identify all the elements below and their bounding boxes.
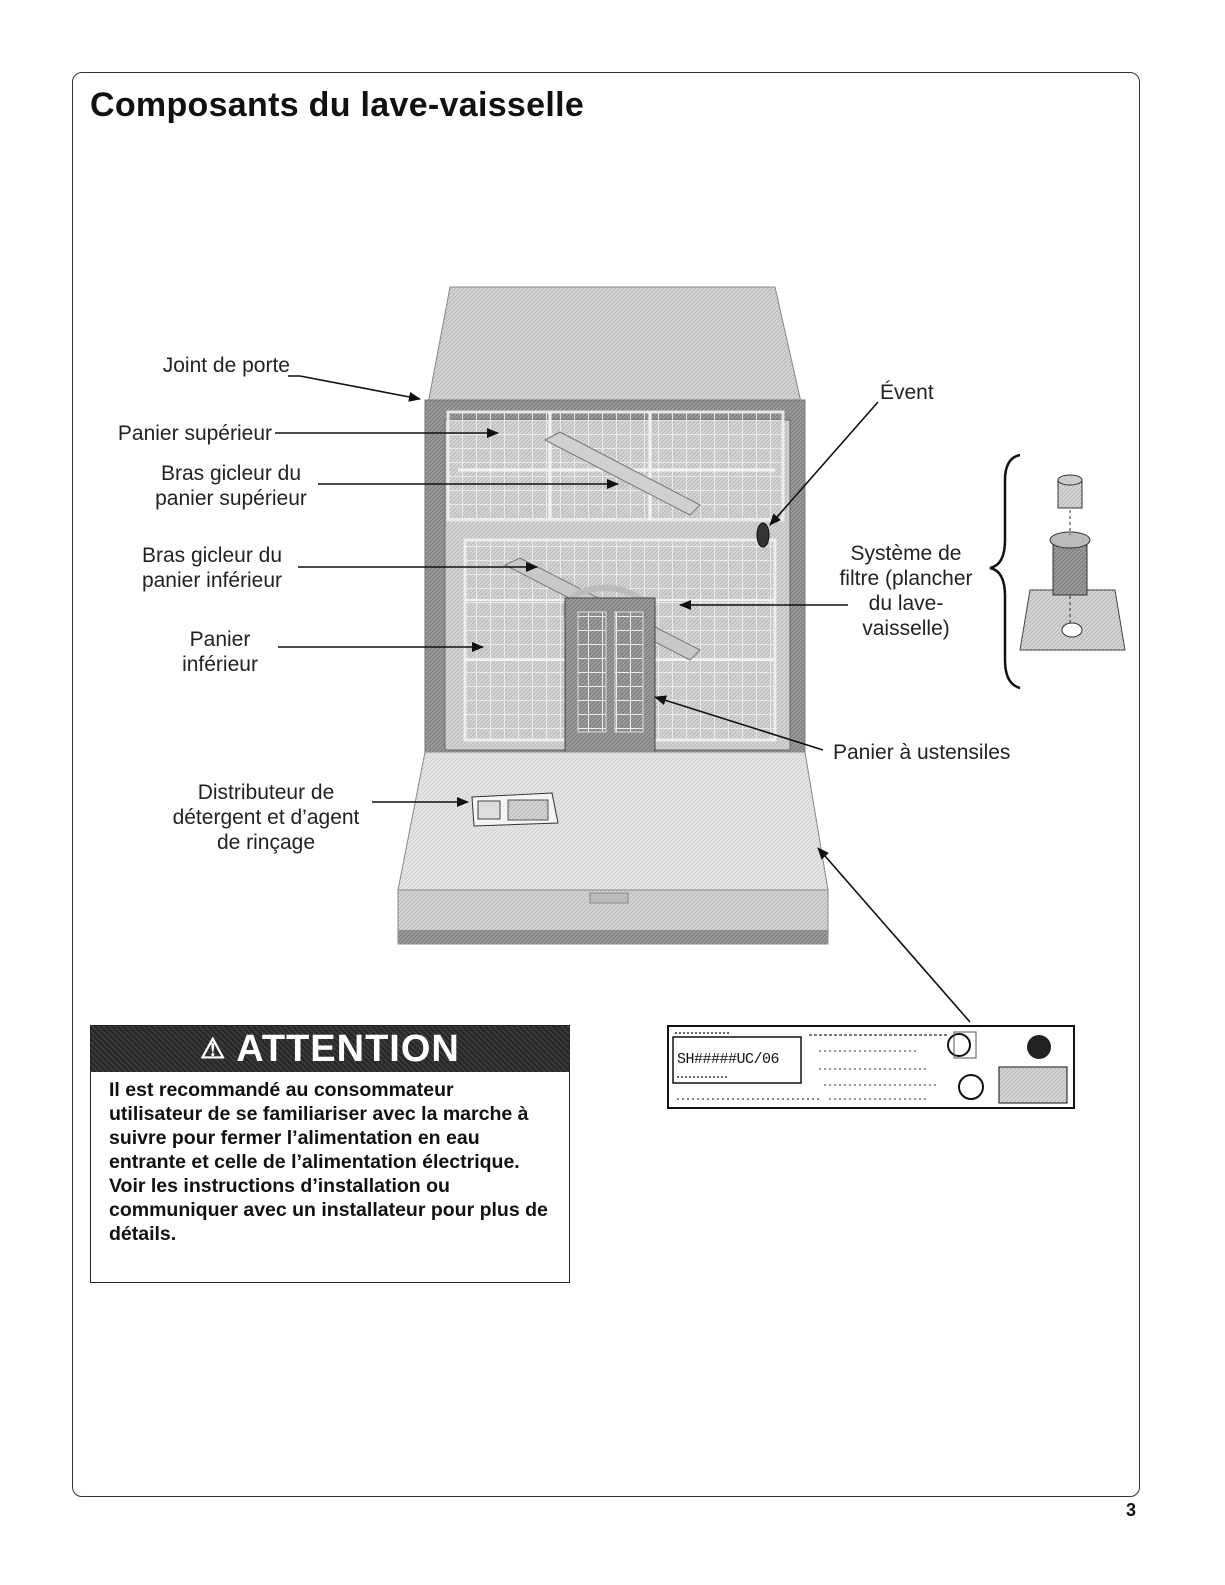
page-title: Composants du lave-vaisselle xyxy=(90,86,585,124)
warning-text: Il est recommandé au consommateur utilis… xyxy=(109,1079,548,1245)
dishwasher-body xyxy=(397,286,829,945)
label-filter-system: Système de filtre (plancher du lave- vai… xyxy=(839,542,973,640)
warning-box: ⚠ ATTENTION Il est recommandé au consomma… xyxy=(90,1025,570,1283)
vent-icon xyxy=(756,522,770,548)
rating-plate-graphic xyxy=(672,1031,1068,1104)
label-silverware-basket: Panier à ustensiles xyxy=(833,741,1011,764)
warning-triangle-icon: ⚠ xyxy=(200,1033,227,1064)
leader-lines xyxy=(275,375,971,1023)
rating-plate-model: SH#####UC/06 xyxy=(677,1051,780,1068)
filter-system-inset xyxy=(989,453,1126,690)
label-door-seal: Joint de porte xyxy=(162,354,290,377)
dispenser xyxy=(471,792,559,827)
label-lower-spray-arm: Bras gicleur du panier inférieur xyxy=(141,544,283,592)
page-number: 3 xyxy=(1126,1500,1137,1520)
silverware-basket xyxy=(564,597,656,754)
page-frame xyxy=(72,72,1140,1497)
upper-rack xyxy=(446,410,785,522)
label-vent: Évent xyxy=(880,381,934,404)
label-lower-rack: Panier inférieur xyxy=(182,628,258,676)
label-dispenser: Distributeur de détergent et d’agent de … xyxy=(172,781,360,854)
warning-heading-text: ATTENTION xyxy=(236,1028,460,1070)
label-upper-spray-arm: Bras gicleur du panier supérieur xyxy=(155,462,307,510)
upper-spray-arm xyxy=(543,431,701,516)
rating-plate: SH#####UC/06 xyxy=(667,1025,1075,1109)
label-upper-rack: Panier supérieur xyxy=(117,422,272,445)
warning-heading: ⚠ ATTENTION xyxy=(91,1026,569,1072)
open-door xyxy=(397,751,829,945)
